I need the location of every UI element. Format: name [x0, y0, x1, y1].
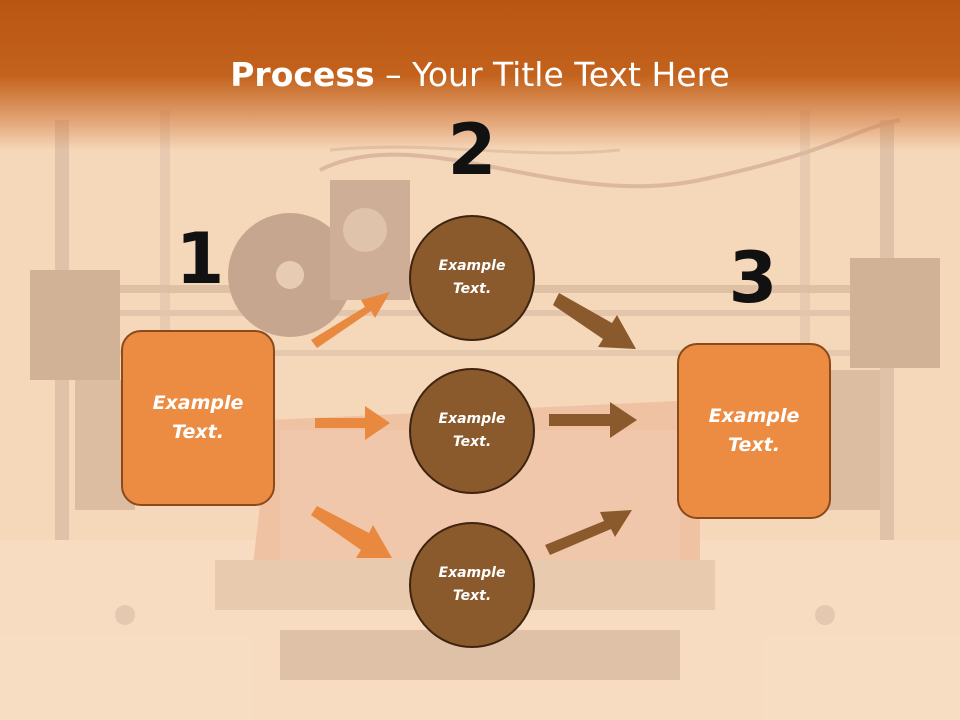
step-number-3: 3 [728, 237, 778, 319]
circle-top: Example Text. [409, 215, 535, 341]
circle-top-text: Example Text. [438, 258, 506, 297]
step-3-box: Example Text. [677, 343, 831, 519]
circle-middle: Example Text. [409, 368, 535, 494]
arrow-circle-top-to-3 [553, 293, 636, 349]
step-1-box: Example Text. [121, 330, 275, 506]
circle-middle-text: Example Text. [438, 411, 506, 450]
circle-bottom: Example Text. [409, 522, 535, 648]
header-bar [0, 0, 960, 150]
title-rest: – Your Title Text Here [374, 55, 730, 94]
step-3-text: Example Text. [708, 405, 800, 456]
arrow-circle-middle-to-3 [549, 402, 637, 438]
step-1-text: Example Text. [152, 392, 244, 443]
arrow-1-to-circle-top [311, 292, 390, 348]
step-number-1: 1 [175, 218, 225, 300]
arrow-circle-bottom-to-3 [545, 510, 632, 555]
arrow-1-to-circle-middle [315, 406, 390, 440]
slide-title: Process – Your Title Text Here [0, 55, 960, 95]
circle-bottom-text: Example Text. [438, 565, 506, 604]
arrow-1-to-circle-bottom [311, 506, 392, 558]
title-bold: Process [230, 55, 375, 94]
step-number-2: 2 [447, 109, 497, 191]
